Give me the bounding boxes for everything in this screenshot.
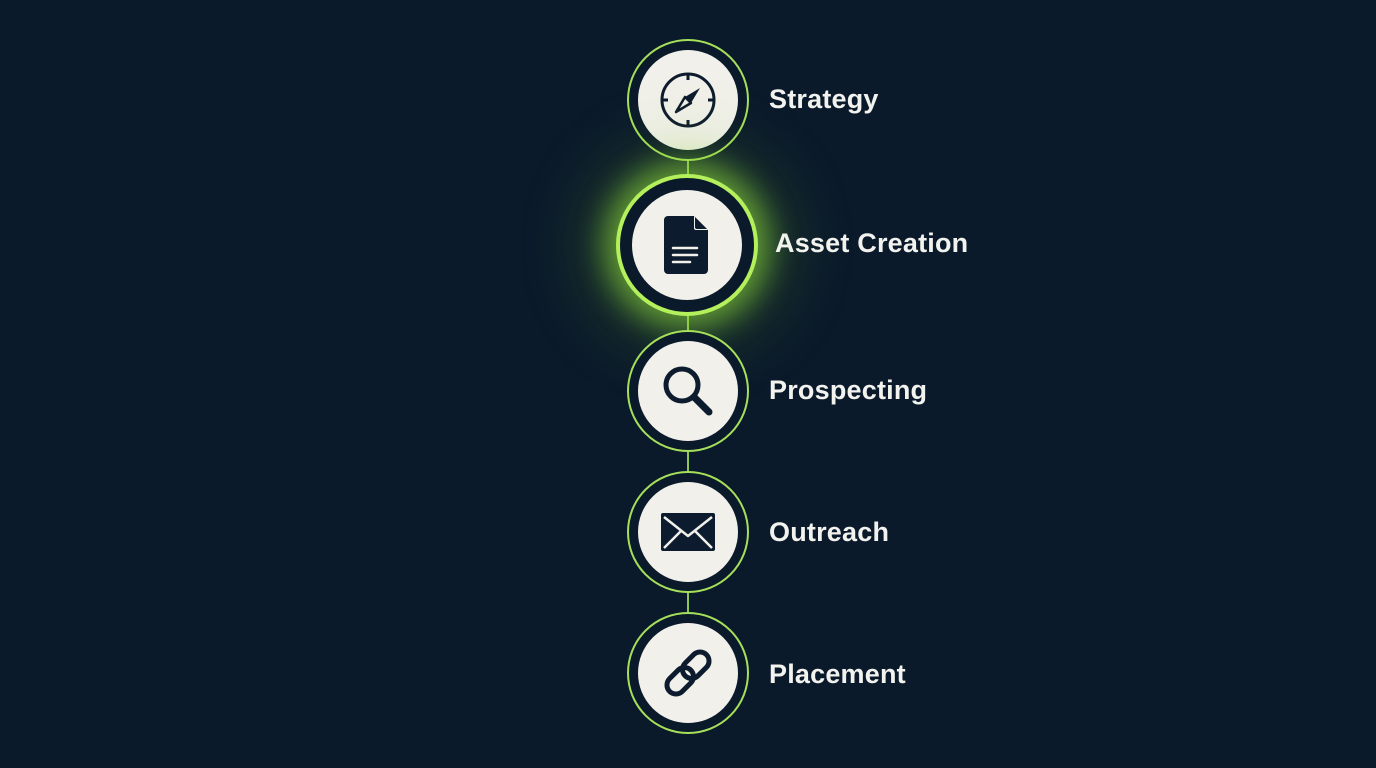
step-label: Asset Creation [775,228,969,258]
step-disc [638,623,738,723]
envelope-icon [659,511,717,553]
step-label: Prospecting [769,375,928,405]
step-disc [638,341,738,441]
connector-line [687,450,689,472]
step-disc [638,482,738,582]
compass-icon [658,70,718,130]
document-icon [662,214,712,276]
step-label: Strategy [769,84,879,114]
step-disc [638,50,738,150]
step-label: Placement [769,659,906,689]
connector-line [687,159,689,177]
magnifier-icon [659,362,717,420]
connector-line [687,312,689,332]
step-disc [632,190,742,300]
step-label: Outreach [769,517,890,547]
link-icon [659,644,717,702]
connector-line [687,591,689,614]
